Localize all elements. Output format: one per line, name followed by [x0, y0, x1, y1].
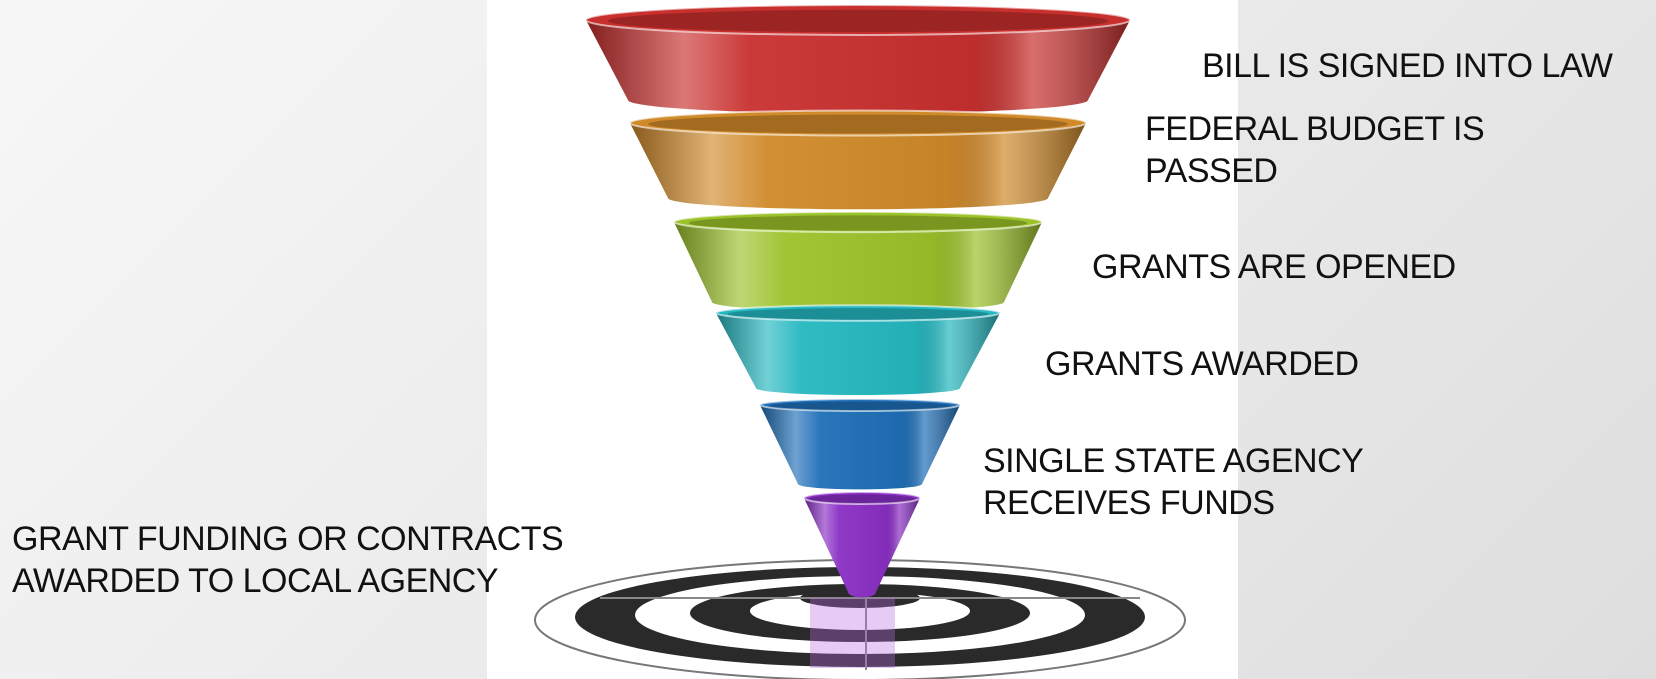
stage-label-grants-opened: GRANTS ARE OPENED — [1092, 246, 1456, 288]
label-line: FEDERAL BUDGET IS — [1145, 110, 1485, 148]
label-line: GRANTS AWARDED — [1045, 345, 1359, 383]
funnel-band-4 — [715, 304, 1001, 396]
stage-label-bill-signed: BILL IS SIGNED INTO LAW — [1202, 45, 1613, 87]
stage-label-budget-passed: FEDERAL BUDGET IS PASSED — [1145, 108, 1485, 192]
label-line: GRANT FUNDING OR CONTRACTS — [12, 520, 564, 558]
label-line: GRANTS ARE OPENED — [1092, 248, 1456, 286]
stage-label-grants-awarded: GRANTS AWARDED — [1045, 343, 1359, 385]
funnel-band-5 — [759, 398, 961, 490]
target-board — [534, 559, 1186, 679]
label-line: PASSED — [1145, 152, 1278, 190]
funnel-band-6 — [803, 491, 921, 598]
label-line: RECEIVES FUNDS — [983, 484, 1275, 522]
funnel-band-3 — [673, 210, 1043, 312]
label-line: AWARDED TO LOCAL AGENCY — [12, 562, 499, 600]
label-line: SINGLE STATE AGENCY — [983, 442, 1364, 480]
stage-label-local-agency: GRANT FUNDING OR CONTRACTS AWARDED TO LO… — [12, 518, 564, 602]
funnel-band-2 — [629, 109, 1087, 210]
stage-label-state-agency: SINGLE STATE AGENCY RECEIVES FUNDS — [983, 440, 1364, 524]
label-line: BILL IS SIGNED INTO LAW — [1202, 47, 1613, 85]
funnel-band-1 — [585, 4, 1131, 114]
